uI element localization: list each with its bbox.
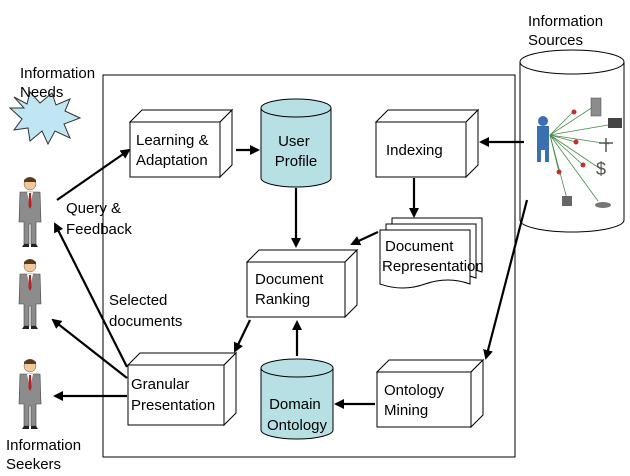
arrow-sources-to-mining [483, 199, 529, 360]
user-profile-cylinder [260, 98, 332, 188]
ontology-mining-box [375, 358, 485, 429]
seeker-person-icon [18, 358, 42, 430]
learning-adaptation-box [128, 108, 234, 179]
seeker-person-icon [18, 258, 42, 330]
flow-arrows [51, 137, 529, 409]
granular-presentation-label: Granular Presentation [131, 376, 215, 414]
indexing-label: Indexing [386, 142, 443, 159]
document-ranking-label: Document Ranking [255, 271, 328, 308]
selected-documents-label: Selected documents [109, 292, 182, 330]
document-ranking-box [245, 248, 359, 319]
information-needs-label: Information Needs [20, 65, 99, 101]
seeker-person-icon [18, 176, 42, 248]
document-representation-label: Document Representation [382, 238, 484, 275]
user-profile-label: User Profile [275, 133, 318, 170]
system-boundary [102, 74, 516, 458]
svg-text:$: $ [596, 159, 606, 179]
ontology-mining-label: Ontology Mining [384, 382, 448, 419]
information-seekers-label: Information Seekers [6, 437, 85, 473]
query-feedback-label: Query & Feedback [66, 200, 132, 238]
granular-presentation-box [126, 351, 238, 427]
domain-ontology-cylinder [260, 358, 334, 440]
information-needs-star-icon [8, 90, 82, 146]
information-sources-label: Information Sources [528, 13, 607, 49]
document-representation-shape [379, 217, 483, 289]
indexing-box [374, 108, 480, 179]
learning-adaptation-label: Learning & Adaptation [136, 132, 213, 169]
arrow-representation-to-ranking [350, 231, 379, 246]
arrow-presentation-to-seeker-top [54, 222, 128, 368]
network-sources-icon: $ [537, 97, 622, 208]
domain-ontology-label: Domain Ontology [267, 396, 328, 434]
arrow-presentation-to-seeker-mid [51, 318, 128, 379]
arrow-ranking-to-presentation [233, 319, 251, 353]
arrow-seeker-to-learning [56, 148, 131, 201]
